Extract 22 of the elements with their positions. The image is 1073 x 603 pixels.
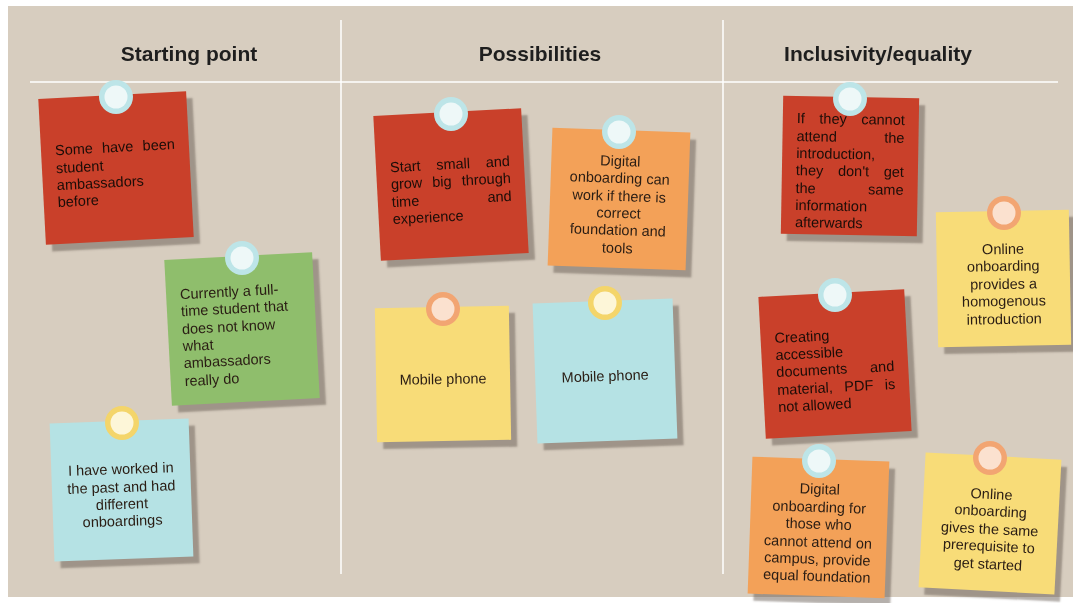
sticky-note: [547, 127, 691, 271]
note-text: Online onboarding gives the same prerequisite to get started: [939, 483, 1040, 576]
sticky-note: [780, 95, 920, 237]
note-text: Some have been student ambassadors before: [54, 136, 177, 212]
sticky-note: [374, 305, 512, 443]
column-heading: Starting point: [120, 42, 258, 66]
sticky-note: [935, 209, 1072, 348]
note-text: Mobile phone: [560, 366, 650, 388]
note-text: Mobile phone: [398, 370, 488, 390]
note-text: Digital onboarding for those who cannot attend on campus, provide equal foundation: [762, 479, 874, 588]
sticky-note: [49, 418, 194, 562]
column-heading: Possibilities: [478, 42, 602, 66]
note-text: I have worked in the past and had different onboardings: [66, 459, 177, 533]
sticky-note: [532, 298, 678, 444]
note-text: Creating accessible documents and material, PDF is not allowed: [774, 325, 897, 417]
note-text: Currently a full-time student that does not know what ambassadors really do: [179, 279, 290, 391]
note-text: Online onboarding provides a homogenous introduction: [960, 240, 1047, 329]
sticky-note: [747, 456, 890, 599]
column-heading: Inclusivity/equality: [784, 42, 972, 66]
note-text: Digital onboarding can work if there is correct foundation and tools: [568, 151, 671, 259]
note-text: Start small and grow big through time and experience: [389, 152, 514, 229]
note-text: If they cannot attend the introduction, they don't get the same information afterwards: [794, 110, 905, 234]
